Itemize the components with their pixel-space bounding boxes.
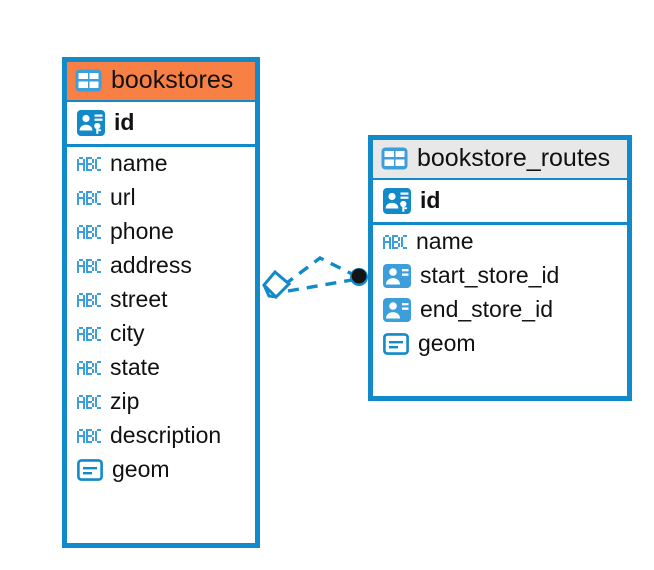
text-field-icon bbox=[77, 293, 101, 307]
text-field-icon bbox=[77, 395, 101, 409]
table-row-label: end_store_id bbox=[420, 296, 553, 323]
header-divider bbox=[67, 100, 255, 102]
table-row-label: name bbox=[110, 150, 168, 177]
table-row[interactable]: city bbox=[67, 317, 255, 351]
text-field-icon bbox=[77, 225, 101, 239]
table-row[interactable]: name bbox=[373, 225, 627, 259]
table-row-label: phone bbox=[110, 218, 174, 245]
table-row-label: street bbox=[110, 286, 168, 313]
table-row[interactable]: url bbox=[67, 181, 255, 215]
table-row-label: name bbox=[416, 228, 474, 255]
text-field-icon bbox=[77, 327, 101, 341]
geometry-field-icon bbox=[77, 459, 103, 481]
table-row-primary-key[interactable]: id bbox=[373, 180, 627, 222]
diamond-endpoint bbox=[261, 269, 292, 300]
table-icon bbox=[75, 69, 102, 92]
table-columns-list: name u bbox=[67, 147, 255, 487]
entity-header[interactable]: bookstores bbox=[67, 62, 255, 100]
text-field-icon bbox=[77, 157, 101, 171]
table-row-primary-key[interactable]: id bbox=[67, 102, 255, 144]
primary-key-icon bbox=[77, 110, 105, 136]
primary-key-divider bbox=[373, 222, 627, 225]
table-row[interactable]: geom bbox=[67, 453, 255, 487]
header-divider bbox=[373, 178, 627, 180]
text-field-icon bbox=[77, 259, 101, 273]
table-row-label: id bbox=[420, 187, 441, 214]
table-row-label: url bbox=[110, 184, 136, 211]
entity-table-bookstores[interactable]: bookstores id bbox=[62, 57, 260, 548]
text-field-icon bbox=[77, 429, 101, 443]
table-row-label: zip bbox=[110, 388, 140, 415]
table-row[interactable]: geom bbox=[373, 327, 627, 361]
table-row-label: id bbox=[114, 109, 135, 136]
foreign-key-icon bbox=[383, 264, 411, 288]
table-row-label: city bbox=[110, 320, 145, 347]
text-field-icon bbox=[77, 191, 101, 205]
table-row[interactable]: end_store_id bbox=[373, 293, 627, 327]
table-row-label: state bbox=[110, 354, 160, 381]
relationship-line-lower bbox=[287, 278, 353, 293]
primary-key-icon bbox=[383, 188, 411, 214]
filled-circle-endpoint bbox=[350, 268, 368, 286]
table-icon bbox=[381, 147, 408, 170]
primary-key-divider bbox=[67, 144, 255, 147]
table-row[interactable]: start_store_id bbox=[373, 259, 627, 293]
table-row-label: geom bbox=[112, 456, 170, 483]
entity-header[interactable]: bookstore_routes bbox=[373, 140, 627, 178]
entity-table-bookstore-routes[interactable]: bookstore_routes id bbox=[368, 135, 632, 401]
table-columns-list: name start_store_id bbox=[373, 225, 627, 361]
table-row-label: description bbox=[110, 422, 222, 449]
table-row[interactable]: address bbox=[67, 249, 255, 283]
relationship-line-upper bbox=[282, 256, 353, 287]
table-row[interactable]: state bbox=[67, 351, 255, 385]
entity-title: bookstores bbox=[111, 66, 234, 94]
text-field-icon bbox=[383, 235, 407, 249]
table-row[interactable]: phone bbox=[67, 215, 255, 249]
table-row[interactable]: name bbox=[67, 147, 255, 181]
foreign-key-icon bbox=[383, 298, 411, 322]
table-row-label: address bbox=[110, 252, 192, 279]
table-row-label: start_store_id bbox=[420, 262, 560, 289]
table-row[interactable]: zip bbox=[67, 385, 255, 419]
table-row[interactable]: description bbox=[67, 419, 255, 453]
entity-title: bookstore_routes bbox=[417, 144, 611, 172]
table-row-label: geom bbox=[418, 330, 476, 357]
text-field-icon bbox=[77, 361, 101, 375]
table-row[interactable]: street bbox=[67, 283, 255, 317]
geometry-field-icon bbox=[383, 333, 409, 355]
